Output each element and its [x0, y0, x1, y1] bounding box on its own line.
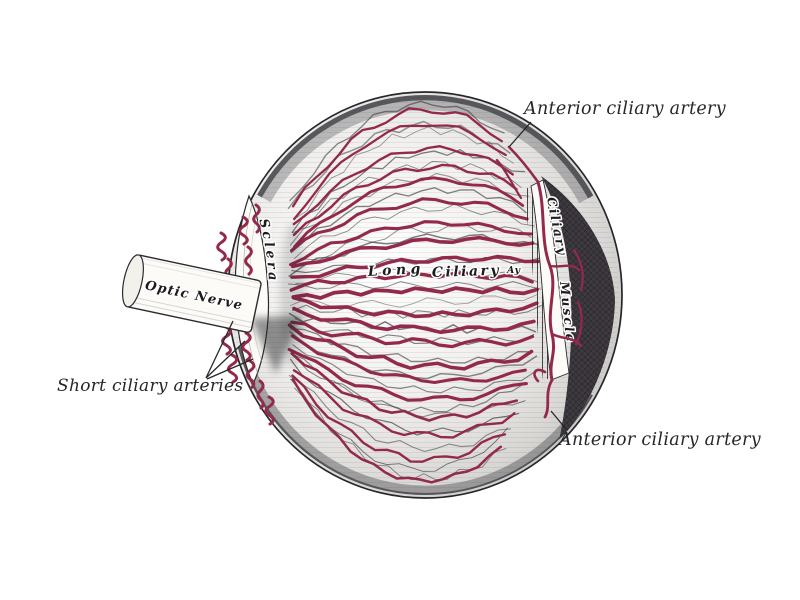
ciliary-vessel-lines	[287, 107, 540, 484]
leader-short-1	[205, 320, 234, 379]
anterior-ciliary-vessels	[495, 145, 584, 419]
label-anterior-ciliary-artery-top: Anterior ciliary artery	[524, 99, 726, 119]
leader-anterior-top	[508, 121, 532, 148]
optic-nerve: Optic Nerve	[121, 254, 262, 333]
leader-anterior-bottom	[550, 410, 567, 430]
long-ciliary-suffix: Ay	[506, 265, 521, 276]
ciliary-muscle-band: Ciliary Muscle	[495, 145, 615, 441]
long-ciliary-word2: Ciliary	[432, 263, 502, 281]
leader-short-3	[206, 358, 254, 380]
label-short-ciliary-arteries: Short ciliary arteries	[57, 376, 244, 396]
long-ciliary-label: Long Ciliary Ay	[365, 260, 523, 283]
label-anterior-ciliary-artery-bottom: Anterior ciliary artery	[559, 430, 761, 450]
nerve-insertion-shadow	[250, 316, 302, 374]
leader-short-2	[205, 340, 246, 379]
long-ciliary-word1: Long	[366, 261, 425, 280]
muscle-fiber-stripes	[523, 186, 552, 380]
muscle-band-strip	[530, 179, 570, 381]
leader-lines	[205, 121, 567, 430]
